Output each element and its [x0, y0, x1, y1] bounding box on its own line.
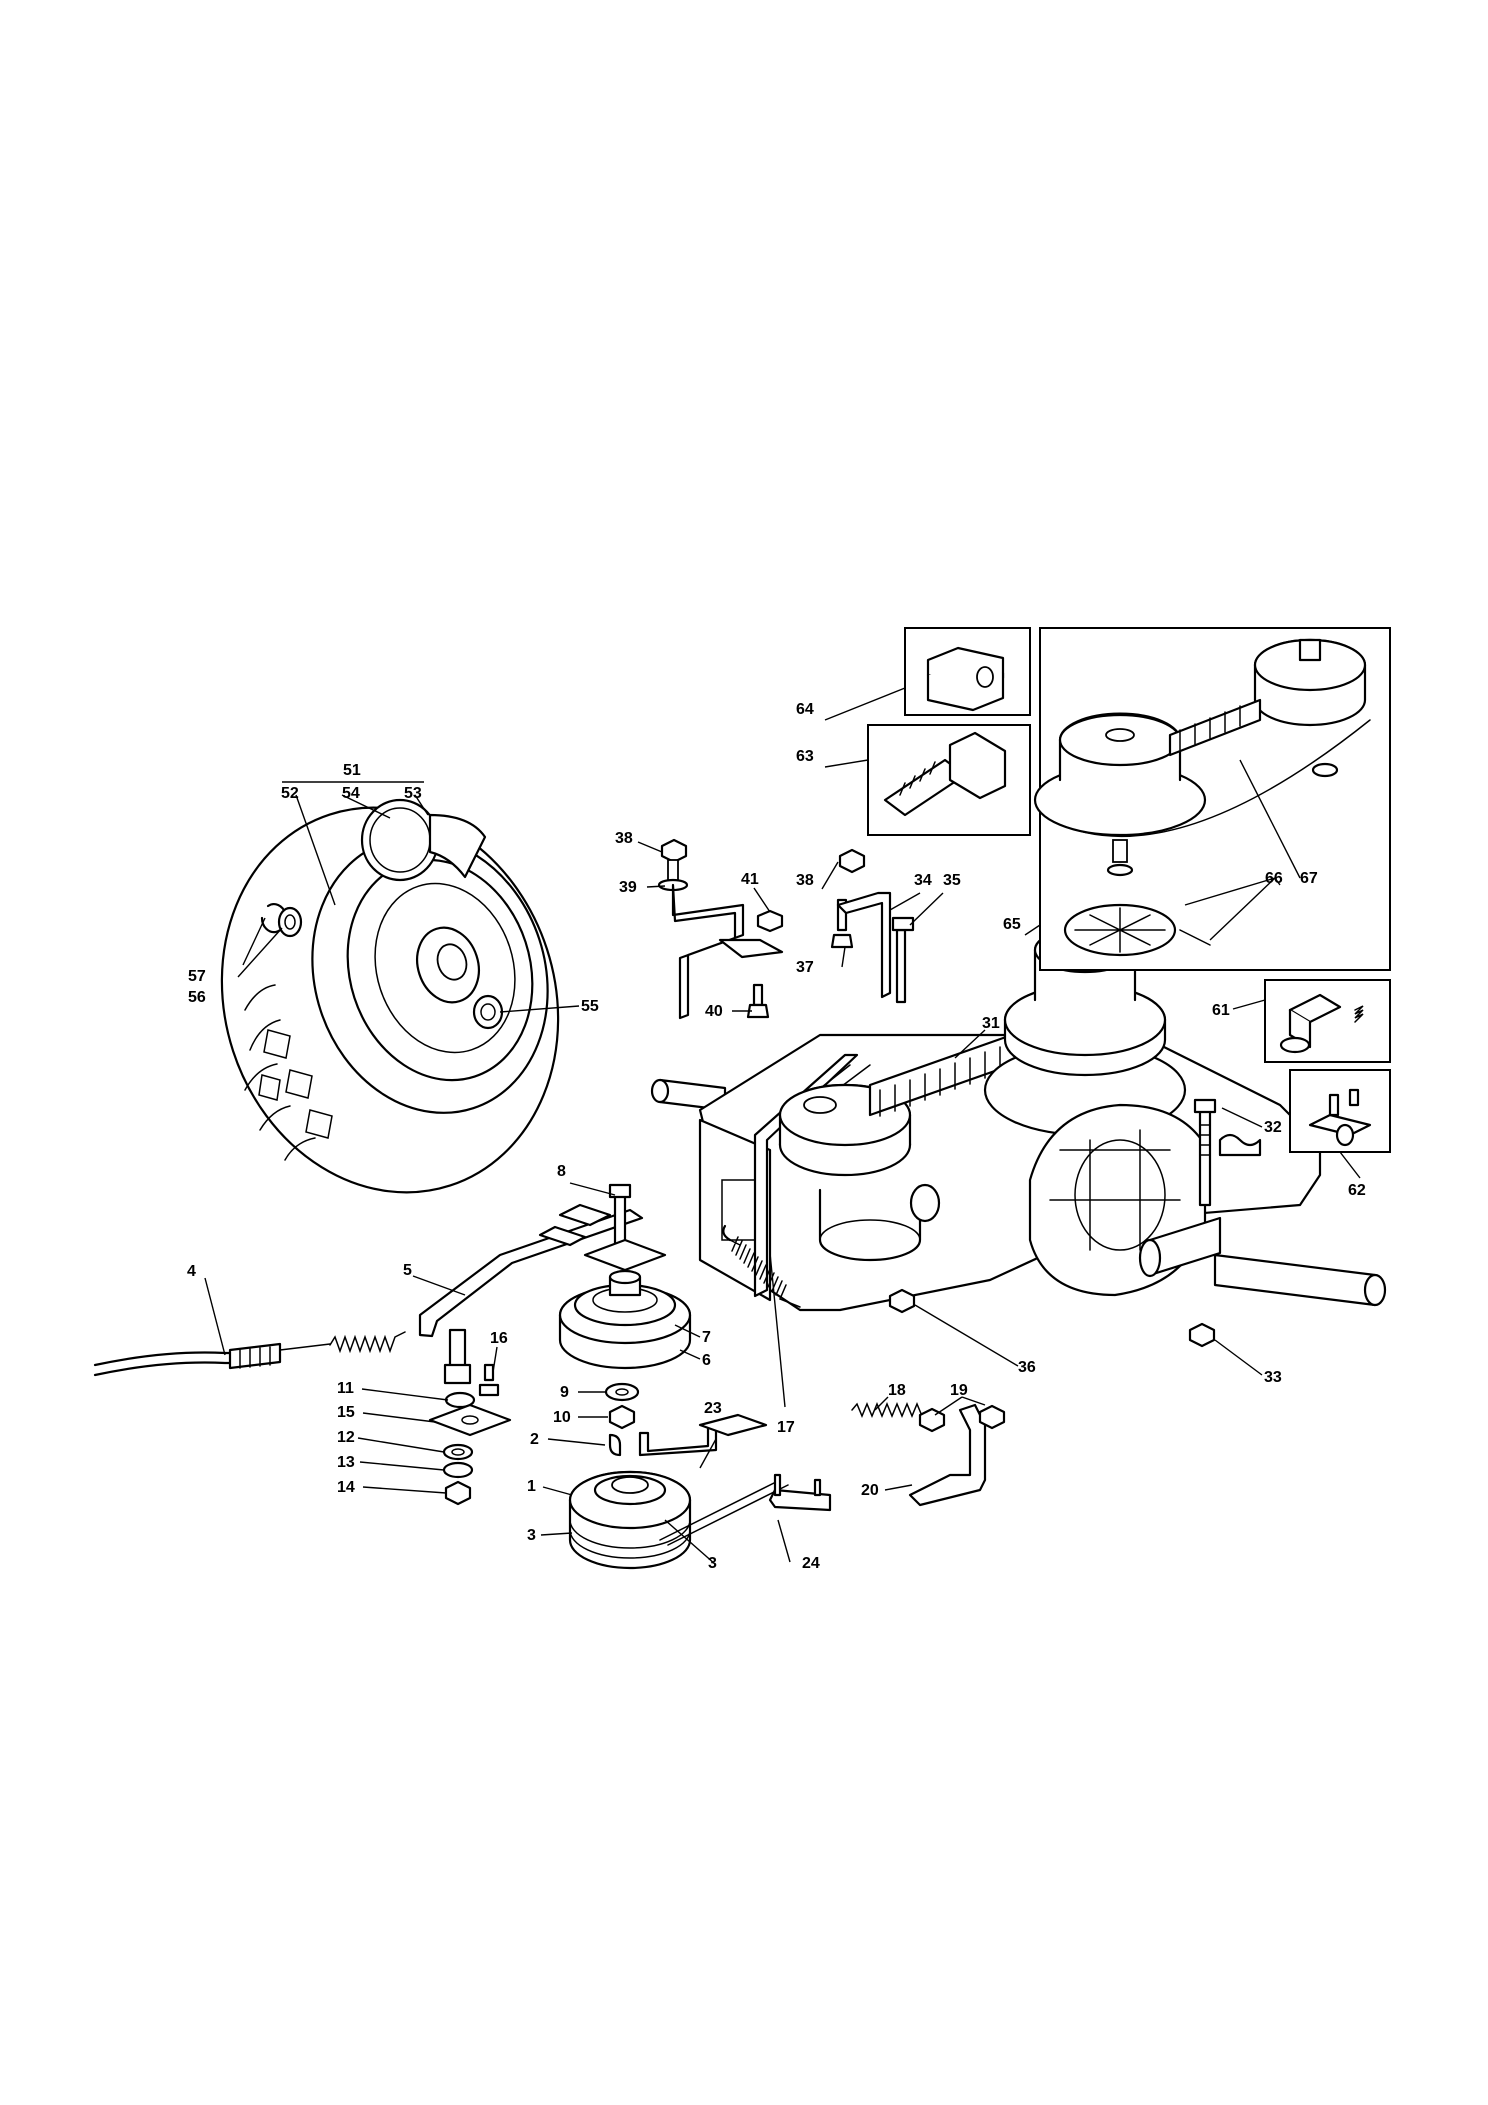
- tension-spring: [722, 1224, 801, 1308]
- label-3-left: 3: [527, 1527, 536, 1544]
- label-56: 56: [188, 989, 206, 1006]
- label-3-right: 3: [708, 1555, 717, 1572]
- label-31: 31: [982, 1015, 1000, 1032]
- circlip-washer: [260, 903, 303, 938]
- label-51: 51: [343, 762, 361, 779]
- leader-lines: [204, 687, 1361, 1565]
- inset-63: [867, 724, 1031, 836]
- label-62: 62: [1348, 1182, 1366, 1199]
- label-54: 54: [342, 785, 360, 802]
- label-1: 1: [527, 1478, 536, 1495]
- label-4: 4: [187, 1263, 196, 1280]
- lever-hardware: [657, 838, 915, 1020]
- washers-and-nuts: [428, 1363, 512, 1506]
- inset-62: [1289, 1069, 1391, 1153]
- label-63: 63: [796, 748, 814, 765]
- transaxle-assembly: [650, 914, 1387, 1312]
- label-67: 67: [1300, 870, 1318, 887]
- label-52: 52: [281, 785, 299, 802]
- label-38-left: 38: [615, 830, 633, 847]
- label-39: 39: [619, 879, 637, 896]
- inset-61: [1264, 979, 1391, 1063]
- cable-and-lever: [93, 1183, 667, 1385]
- nut-10: [608, 1404, 636, 1430]
- label-57: 57: [188, 968, 206, 985]
- label-19: 19: [950, 1382, 968, 1399]
- label-7: 7: [702, 1329, 711, 1346]
- label-16: 16: [490, 1330, 508, 1347]
- label-8: 8: [557, 1163, 566, 1180]
- label-11: 11: [337, 1380, 354, 1397]
- label-6: 6: [702, 1352, 711, 1369]
- washer-9: [604, 1382, 640, 1402]
- label-23: 23: [704, 1400, 722, 1417]
- inset-67: [1033, 627, 1391, 971]
- label-13: 13: [337, 1454, 355, 1471]
- label-40: 40: [705, 1003, 723, 1020]
- rear-wheel: [220, 798, 560, 1194]
- callout-labels: 51 52 54 53 57 56 55 38 39 41 40 38 34 3…: [187, 701, 1366, 1572]
- label-15: 15: [337, 1404, 355, 1421]
- label-61: 61: [1212, 1002, 1230, 1019]
- label-41: 41: [741, 871, 759, 888]
- label-17: 17: [777, 1419, 795, 1436]
- label-2: 2: [530, 1431, 539, 1448]
- nut-36: [888, 1288, 916, 1314]
- label-53: 53: [404, 785, 422, 802]
- brackets: [638, 1402, 1006, 1512]
- label-20: 20: [861, 1482, 879, 1499]
- label-32: 32: [1264, 1119, 1282, 1136]
- label-55: 55: [581, 998, 599, 1015]
- label-38-right: 38: [796, 872, 814, 889]
- label-9: 9: [560, 1384, 569, 1401]
- label-33: 33: [1264, 1369, 1282, 1386]
- label-14: 14: [337, 1479, 355, 1496]
- idler-pulley: [558, 1269, 692, 1370]
- label-35: 35: [943, 872, 961, 889]
- label-64: 64: [796, 701, 814, 718]
- label-65: 65: [1003, 916, 1021, 933]
- drive-pulley: [568, 1433, 789, 1570]
- label-18: 18: [888, 1382, 906, 1399]
- nut-33: [1188, 1322, 1216, 1348]
- label-34: 34: [914, 872, 932, 889]
- label-36: 36: [1018, 1359, 1036, 1376]
- label-37: 37: [796, 959, 814, 976]
- label-12: 12: [337, 1429, 355, 1446]
- inset-64: [904, 627, 1031, 716]
- label-66: 66: [1265, 870, 1283, 887]
- label-24: 24: [802, 1555, 820, 1572]
- label-5: 5: [403, 1262, 412, 1279]
- label-10: 10: [553, 1409, 571, 1426]
